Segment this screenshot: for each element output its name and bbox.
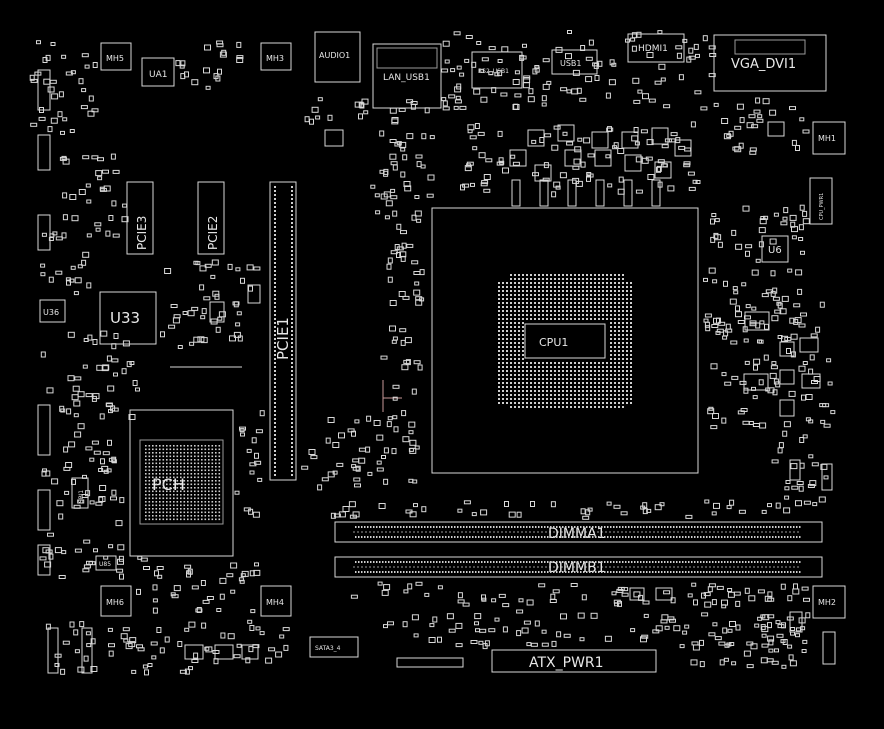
ua1-chip: UA1 xyxy=(141,57,175,87)
atx-pwr1-label: ATX_PWR1 xyxy=(529,655,604,671)
hdmi1-connector: HDMI1 xyxy=(627,33,685,63)
rs-usb-connector: RS2_USB1 xyxy=(471,51,523,89)
dimma1-slot: DIMMA1 xyxy=(334,521,823,543)
debug-marker xyxy=(382,380,402,412)
vga-dvi1-connector: VGA_DVI1 xyxy=(713,34,827,92)
rs-usb-label: RS2_USB1 xyxy=(478,68,509,75)
audio1-connector: AUDIO1 xyxy=(314,31,361,83)
u85-label: U85 xyxy=(99,561,111,568)
u33-label: U33 xyxy=(110,309,140,327)
u33-chip: U33 xyxy=(99,291,157,345)
mh5-mount-hole: MH5 xyxy=(100,42,132,71)
cpu-socket: CPU1 xyxy=(431,207,699,474)
vga-dvi1-label: VGA_DVI1 xyxy=(731,57,796,72)
small-components xyxy=(29,30,836,676)
ua1-label: UA1 xyxy=(149,70,167,80)
mh3-label: MH3 xyxy=(266,54,284,63)
cpu-pwr1-label: CPU_PWR1 xyxy=(819,193,825,220)
mh4-label: MH4 xyxy=(266,598,284,607)
audio1-label: AUDIO1 xyxy=(319,51,350,60)
pcie2-slot: PCIE2 xyxy=(197,181,225,255)
sata-connector: SATA3_4 xyxy=(309,636,359,658)
pcie2-label: PCIE2 xyxy=(206,216,220,250)
usb1-connector: USB1 xyxy=(551,49,598,75)
pcie3-slot: PCIE3 xyxy=(126,181,154,255)
u85-chip: U85 xyxy=(95,555,117,571)
mh6-label: MH6 xyxy=(106,598,124,607)
mh5-label: MH5 xyxy=(106,54,124,63)
pcie1-slot: PCIE1 xyxy=(269,181,297,481)
u6-chip: U6 xyxy=(761,235,789,263)
spi1-label: SPI1 xyxy=(78,490,85,503)
mh3-mount-hole: MH3 xyxy=(260,42,292,71)
mh2-mount-hole: MH2 xyxy=(812,585,846,619)
usb1-label: USB1 xyxy=(560,59,582,68)
pcie1-label: PCIE1 xyxy=(274,317,292,360)
u36-label: U36 xyxy=(43,308,59,317)
front-panel-header xyxy=(396,657,464,668)
lan-usb-connector: LAN_USB1 xyxy=(372,43,442,109)
dimma1-label: DIMMA1 xyxy=(548,526,606,542)
mh2-label: MH2 xyxy=(818,598,836,607)
mh6-mount-hole: MH6 xyxy=(100,585,132,617)
lan-usb-label: LAN_USB1 xyxy=(383,73,430,83)
pch-label: PCH xyxy=(152,475,185,494)
hdmi1-label: HDMI1 xyxy=(638,44,668,54)
u6-label: U6 xyxy=(768,245,782,256)
cpu-label: CPU1 xyxy=(539,336,568,349)
mh1-label: MH1 xyxy=(818,134,836,143)
atx-pwr1-connector: ATX_PWR1 xyxy=(491,649,657,673)
cpu-pwr1-connector: CPU_PWR1 xyxy=(809,177,833,225)
mh4-mount-hole: MH4 xyxy=(260,585,292,617)
pcie3-label: PCIE3 xyxy=(135,216,149,250)
pch-chip: PCH xyxy=(129,409,234,557)
mh1-mount-hole: MH1 xyxy=(812,121,846,155)
sata-label: SATA3_4 xyxy=(315,645,341,652)
dimmb1-slot: DIMMB1 xyxy=(334,556,823,578)
u36-chip: U36 xyxy=(39,299,66,323)
